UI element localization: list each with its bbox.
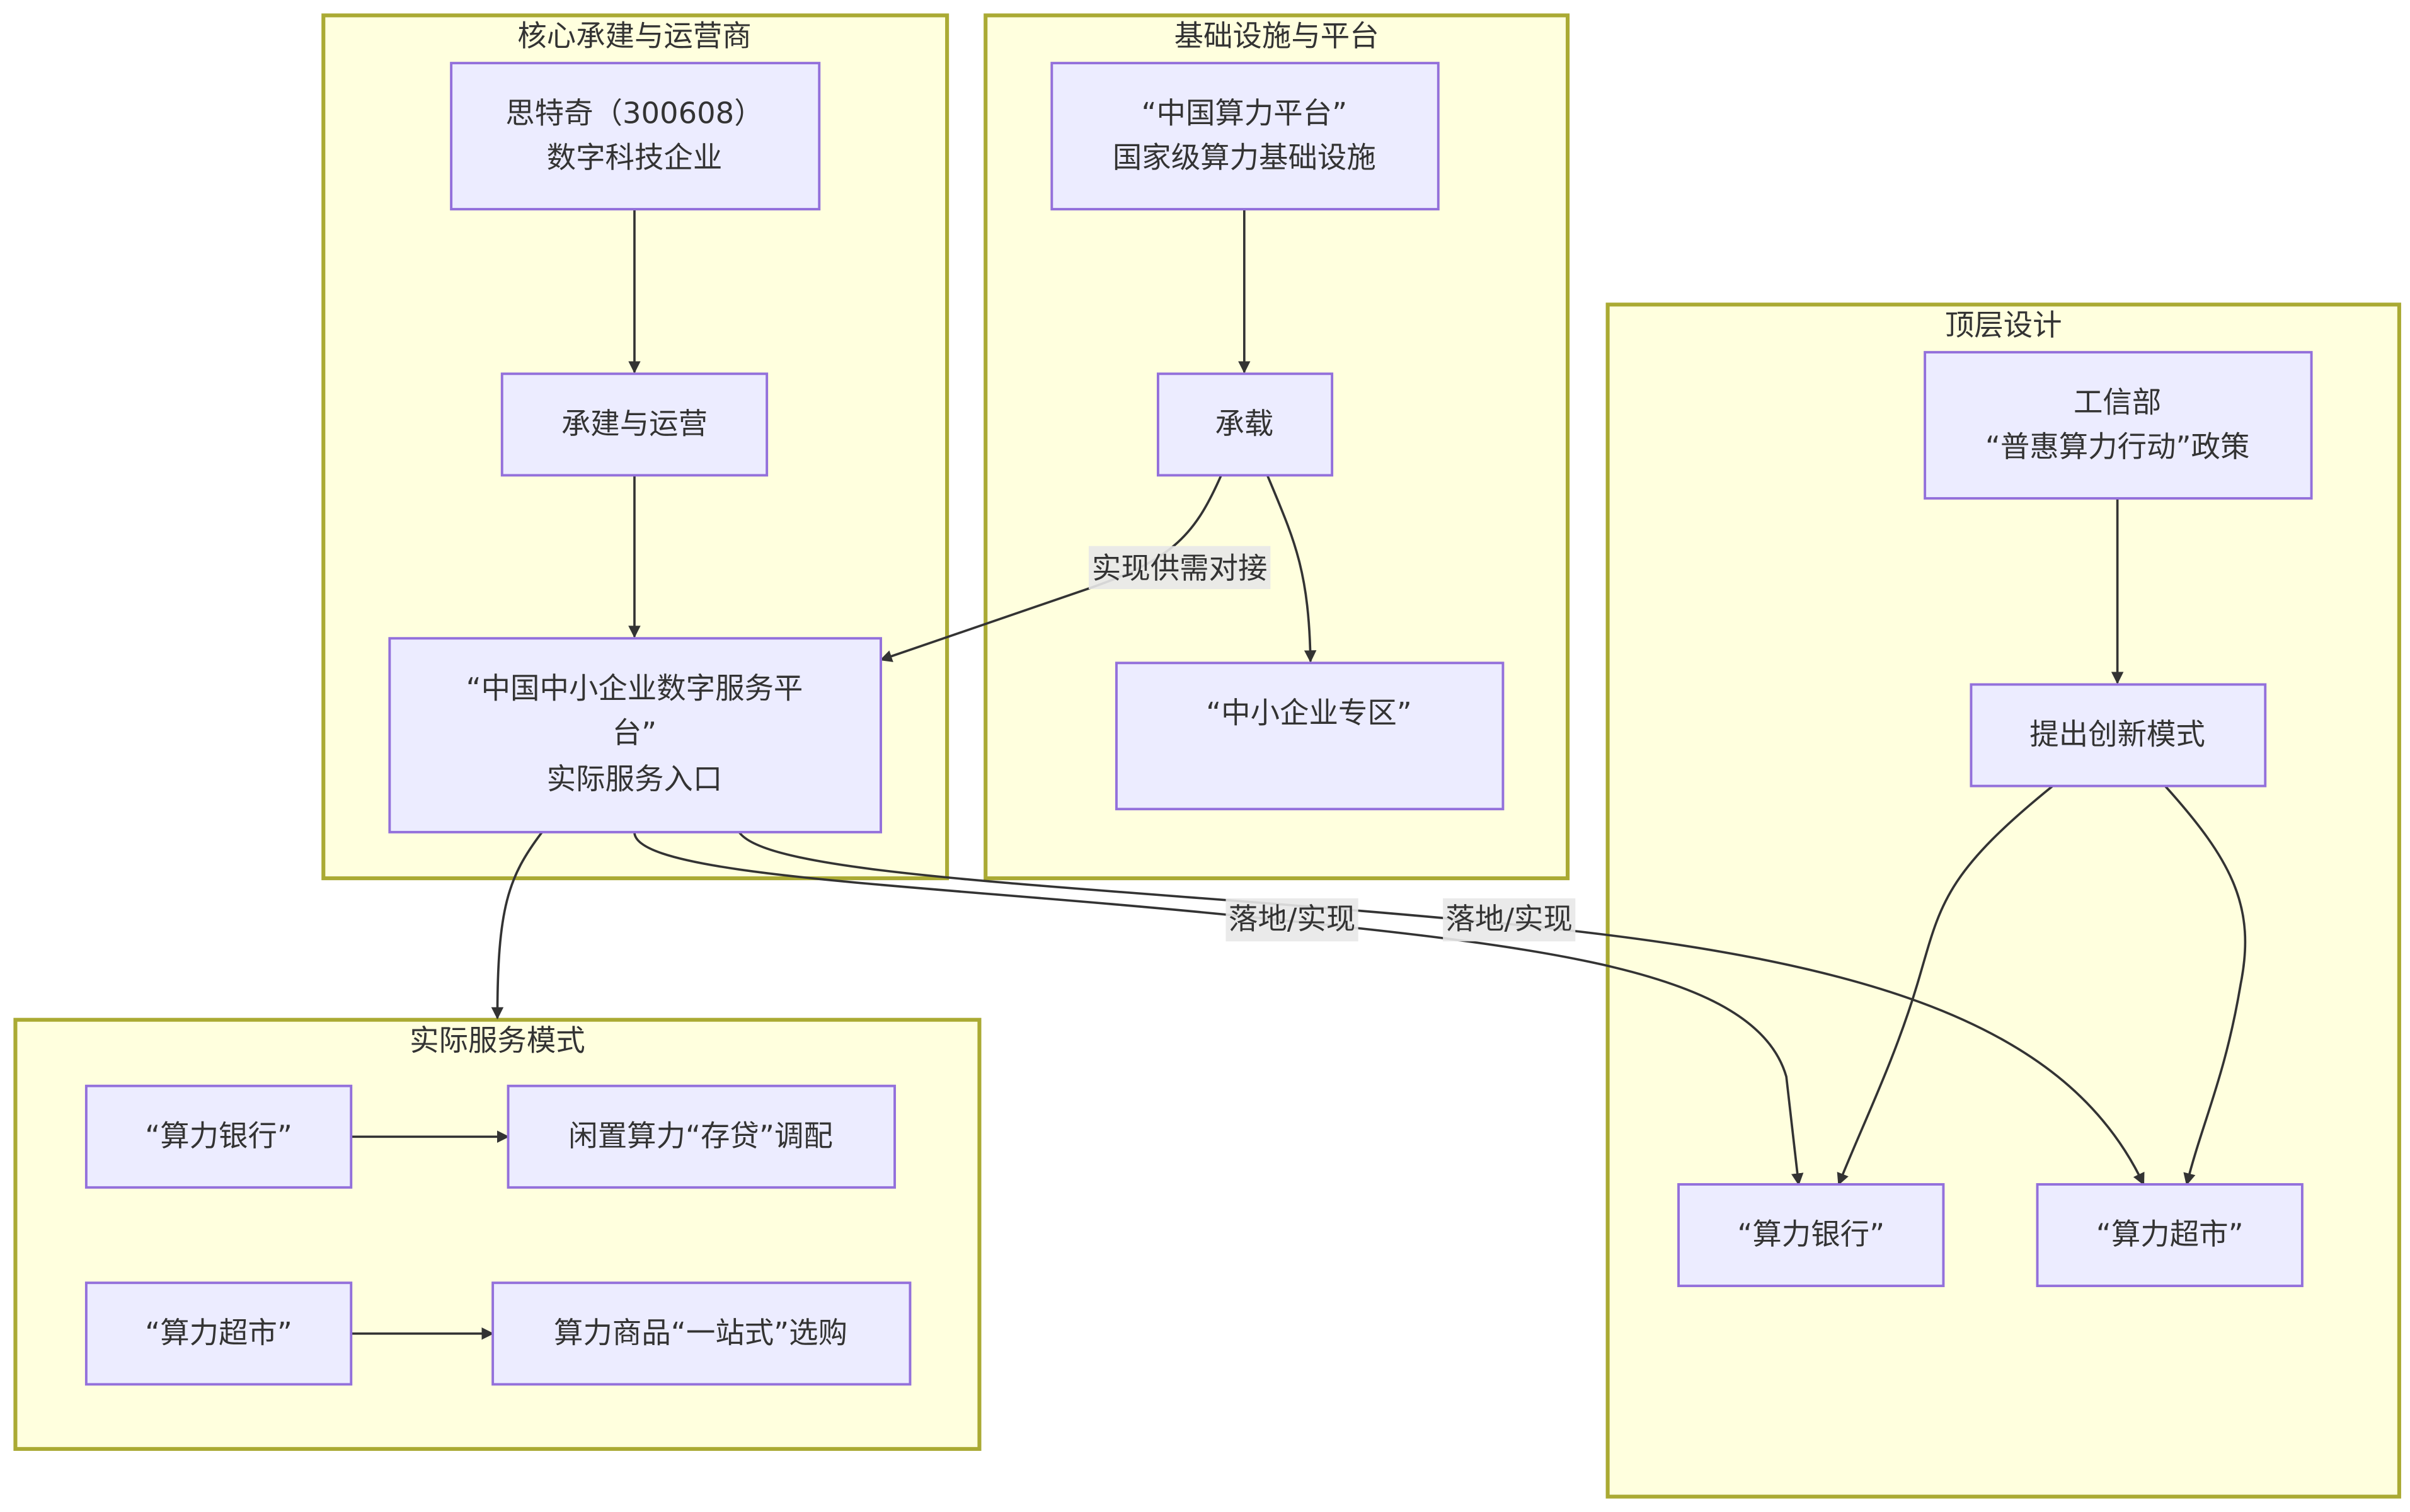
- node-stq: 思特奇（300608） 数字科技企业: [450, 62, 821, 210]
- svg-text:实际服务入口: 实际服务入口: [547, 762, 723, 796]
- edge-label-land-2: 落地/实现: [1443, 898, 1576, 942]
- svg-text:闲置算力“存贷”调配: 闲置算力“存贷”调配: [568, 1119, 833, 1153]
- node-svc-bank: “算力银行”: [84, 1084, 353, 1189]
- cluster-service-title: 实际服务模式: [410, 1024, 585, 1058]
- node-svc-bank-desc: 闲置算力“存贷”调配: [507, 1084, 896, 1189]
- svg-text:“算力超市”: “算力超市”: [2096, 1217, 2244, 1251]
- svg-text:“中国算力平台”: “中国算力平台”: [1141, 96, 1347, 130]
- svg-text:承建与运营: 承建与运营: [561, 407, 708, 441]
- node-cn-compute: “中国算力平台” 国家级算力基础设施: [1050, 62, 1440, 210]
- node-carry: 承载: [1157, 372, 1334, 477]
- svg-text:“中小企业专区”: “中小企业专区”: [1206, 696, 1412, 730]
- svg-text:落地/实现: 落地/实现: [1229, 902, 1355, 936]
- svg-text:提出创新模式: 提出创新模式: [2029, 718, 2205, 752]
- svg-text:“算力银行”: “算力银行”: [145, 1119, 292, 1153]
- svg-text:实现供需对接: 实现供需对接: [1092, 551, 1268, 585]
- node-miit: 工信部 “普惠算力行动”政策: [1924, 351, 2313, 500]
- cluster-operator-title: 核心承建与运营商: [517, 19, 751, 53]
- node-top-market: “算力超市”: [2036, 1183, 2304, 1288]
- cluster-toplevel-title: 顶层设计: [1945, 308, 2062, 342]
- svg-text:落地/实现: 落地/实现: [1446, 902, 1573, 936]
- edge-label-land-1: 落地/实现: [1225, 898, 1358, 942]
- svg-text:算力商品“一站式”选购: 算力商品“一站式”选购: [554, 1315, 847, 1349]
- svg-text:台”: 台”: [612, 716, 657, 750]
- svg-text:承载: 承载: [1215, 407, 1273, 441]
- svg-text:思特奇（300608）: 思特奇（300608）: [505, 96, 763, 130]
- edge-carry-to-smezone: [1266, 474, 1317, 663]
- svg-text:“算力超市”: “算力超市”: [145, 1315, 292, 1349]
- node-innovate: 提出创新模式: [1970, 683, 2267, 788]
- node-sme-zone: “中小企业专区”: [1115, 662, 1505, 811]
- edge-innovate-to-topbank: [1837, 785, 2054, 1186]
- edge-platform-to-service: [491, 831, 543, 1020]
- node-build-ops: 承建与运营: [500, 372, 769, 477]
- node-sme-platform: “中国中小企业数字服务平 台” 实际服务入口: [388, 637, 882, 833]
- edge-label-supply-demand: 实现供需对接: [1088, 546, 1271, 590]
- cluster-infra-title: 基础设施与平台: [1174, 19, 1379, 53]
- svg-text:“算力银行”: “算力银行”: [1737, 1217, 1885, 1251]
- svg-text:国家级算力基础设施: 国家级算力基础设施: [1113, 140, 1376, 175]
- cluster-toplevel: 顶层设计: [1605, 302, 2401, 1499]
- edge-innovate-to-topmarket: [2164, 785, 2247, 1186]
- node-top-bank: “算力银行”: [1677, 1183, 1945, 1288]
- svg-text:工信部: 工信部: [2074, 385, 2161, 419]
- svg-text:“中国中小企业数字服务平: “中国中小企业数字服务平: [466, 671, 803, 705]
- svg-text:数字科技企业: 数字科技企业: [547, 140, 723, 175]
- node-svc-market: “算力超市”: [84, 1281, 353, 1386]
- node-svc-market-desc: 算力商品“一站式”选购: [491, 1281, 912, 1386]
- svg-text:“普惠算力行动”政策: “普惠算力行动”政策: [1985, 430, 2250, 464]
